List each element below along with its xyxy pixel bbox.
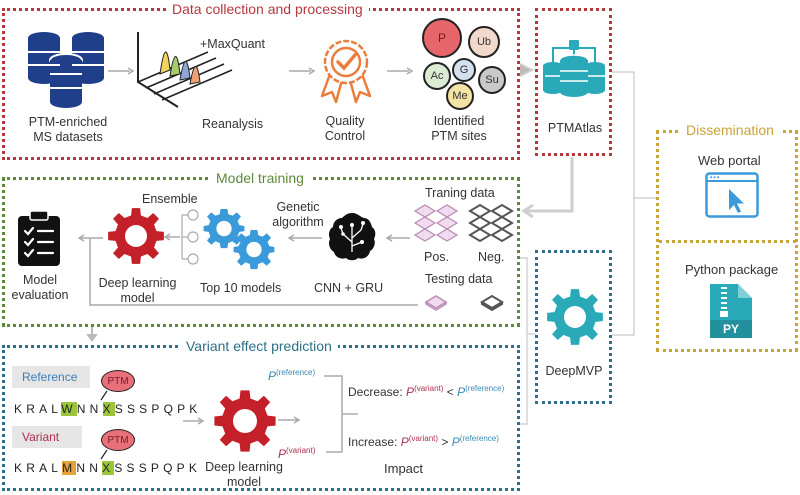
clipboard-checklist-icon xyxy=(18,210,60,266)
ptm-circle-g: G xyxy=(452,58,476,82)
p-reference-output: P(reference) xyxy=(268,368,315,383)
positive-test-tile-icon xyxy=(424,295,448,311)
variant-superscript: (variant) xyxy=(408,434,439,443)
database-network-icon xyxy=(543,40,605,97)
testing-data-label: Testing data xyxy=(425,272,493,286)
reference-superscript: (reference) xyxy=(459,434,499,443)
var-mutation-residue: M xyxy=(62,461,77,475)
ptm-type-circles: P Ub Ac G Su Me xyxy=(418,16,518,111)
p-letter: P xyxy=(457,385,466,399)
data-collection-title: Data collection and processing xyxy=(166,1,369,17)
training-data-label: Traning data xyxy=(425,186,495,200)
ptmatlas-box xyxy=(535,8,612,156)
ptm-circle-me: Me xyxy=(446,82,474,110)
py-badge: PY xyxy=(722,322,739,336)
dissemination-divider xyxy=(659,240,796,243)
increase-formula: Increase: P(variant) > P(reference) xyxy=(348,434,499,449)
ensemble-label: Ensemble xyxy=(142,192,198,206)
var-seq-mid: NN xyxy=(76,461,103,475)
neural-brain-icon xyxy=(329,213,376,261)
neg-label: Neg. xyxy=(478,250,505,264)
var-seq-prefix: KRAL xyxy=(14,461,63,475)
positive-data-tiles-icon xyxy=(413,204,459,242)
top10-label: Top 10 models xyxy=(200,281,282,295)
variant-effect-title: Variant effect prediction xyxy=(180,338,338,354)
ptm-link-line xyxy=(100,390,108,401)
deep-learning-label: Deep learning model xyxy=(98,276,177,305)
p-letter: P xyxy=(406,385,415,399)
negative-test-tile-icon xyxy=(480,294,504,312)
reference-superscript: (reference) xyxy=(465,384,505,393)
p-letter: P xyxy=(278,447,287,461)
deepmvp-gear-icon xyxy=(547,289,603,345)
deepmvp-box xyxy=(535,250,612,404)
ptm-circle-ac: Ac xyxy=(423,62,451,90)
cnn-gru-label: CNN + GRU xyxy=(314,281,384,295)
ptm-circle-p: P xyxy=(422,18,462,58)
ptm-circle-su: Su xyxy=(478,66,506,94)
ptm-marker-variant: PTM xyxy=(101,429,135,451)
ref-ptm-site: X xyxy=(102,402,115,416)
reference-tag: Reference xyxy=(12,366,90,388)
maxquant-label: +MaxQuant xyxy=(200,37,265,51)
deep-learning-gear-icon xyxy=(108,208,164,264)
variant-sequence: KRALMNNXSSSPQPK xyxy=(14,461,201,475)
reanalysis-label: Reanalysis xyxy=(202,117,264,131)
p-letter: P xyxy=(400,435,409,449)
var-ptm-site: X xyxy=(102,461,115,475)
reference-superscript: (reference) xyxy=(276,368,316,377)
spectrum-chart-icon xyxy=(137,32,233,108)
datasets-label: PTM-enriched MS datasets xyxy=(28,115,108,144)
python-package-file-icon[interactable] xyxy=(708,282,754,340)
variant-deep-learning-label: Deep learning model xyxy=(205,460,283,489)
ptm-link-line xyxy=(100,449,108,460)
reference-sequence: KRALWNNXSSSPQPK xyxy=(14,402,202,416)
database-stack-icon xyxy=(28,32,104,108)
ref-seq-suffix: SSSPQPK xyxy=(114,402,202,416)
quality-control-label: Quality Control xyxy=(324,114,366,143)
ref-seq-prefix: KRAL xyxy=(14,402,62,416)
python-package-label[interactable]: Python package xyxy=(685,262,779,277)
model-evaluation-label: Model evaluation xyxy=(11,273,69,302)
ptm-circle-ub: Ub xyxy=(468,26,500,58)
pos-label: Pos. xyxy=(424,250,450,264)
arrow-icon xyxy=(387,67,414,75)
var-seq-suffix: SSSPQPK xyxy=(114,461,202,475)
less-than-sign: < xyxy=(446,385,454,399)
increase-label: Increase: xyxy=(348,435,398,449)
decrease-formula: Decrease: P(variant) < P(reference) xyxy=(348,384,504,399)
web-browser-cursor-icon[interactable] xyxy=(705,172,759,218)
p-letter: P xyxy=(451,435,460,449)
variant-superscript: (variant) xyxy=(414,384,444,393)
p-letter: P xyxy=(268,369,277,383)
ref-seq-mid: NN xyxy=(76,402,103,416)
deep-learning-gear-icon xyxy=(214,390,276,452)
dissemination-title: Dissemination xyxy=(680,122,780,138)
arrow-icon xyxy=(108,67,135,75)
arrow-icon xyxy=(519,63,535,77)
ref-mutation-residue: W xyxy=(61,402,77,416)
model-training-title: Model training xyxy=(210,170,310,186)
identified-sites-label: Identified PTM sites xyxy=(431,114,487,143)
ptm-marker-reference: PTM xyxy=(101,370,135,392)
gears-icon xyxy=(203,209,275,270)
quality-badge-icon xyxy=(320,39,372,104)
ptmatlas-label: PTMAtlas xyxy=(547,121,603,135)
deepmvp-label: DeepMVP xyxy=(545,364,603,378)
impact-label: Impact xyxy=(384,461,424,476)
decrease-label: Decrease: xyxy=(348,385,403,399)
p-variant-output: P(variant) xyxy=(278,446,315,461)
negative-data-tiles-icon xyxy=(468,203,514,243)
genetic-algorithm-label: Genetic algorithm xyxy=(272,200,324,229)
web-portal-label[interactable]: Web portal xyxy=(698,153,761,168)
variant-superscript: (variant) xyxy=(286,446,316,455)
variant-tag: Variant xyxy=(12,426,82,448)
arrow-icon xyxy=(289,67,316,75)
greater-than-sign: > xyxy=(441,435,449,449)
